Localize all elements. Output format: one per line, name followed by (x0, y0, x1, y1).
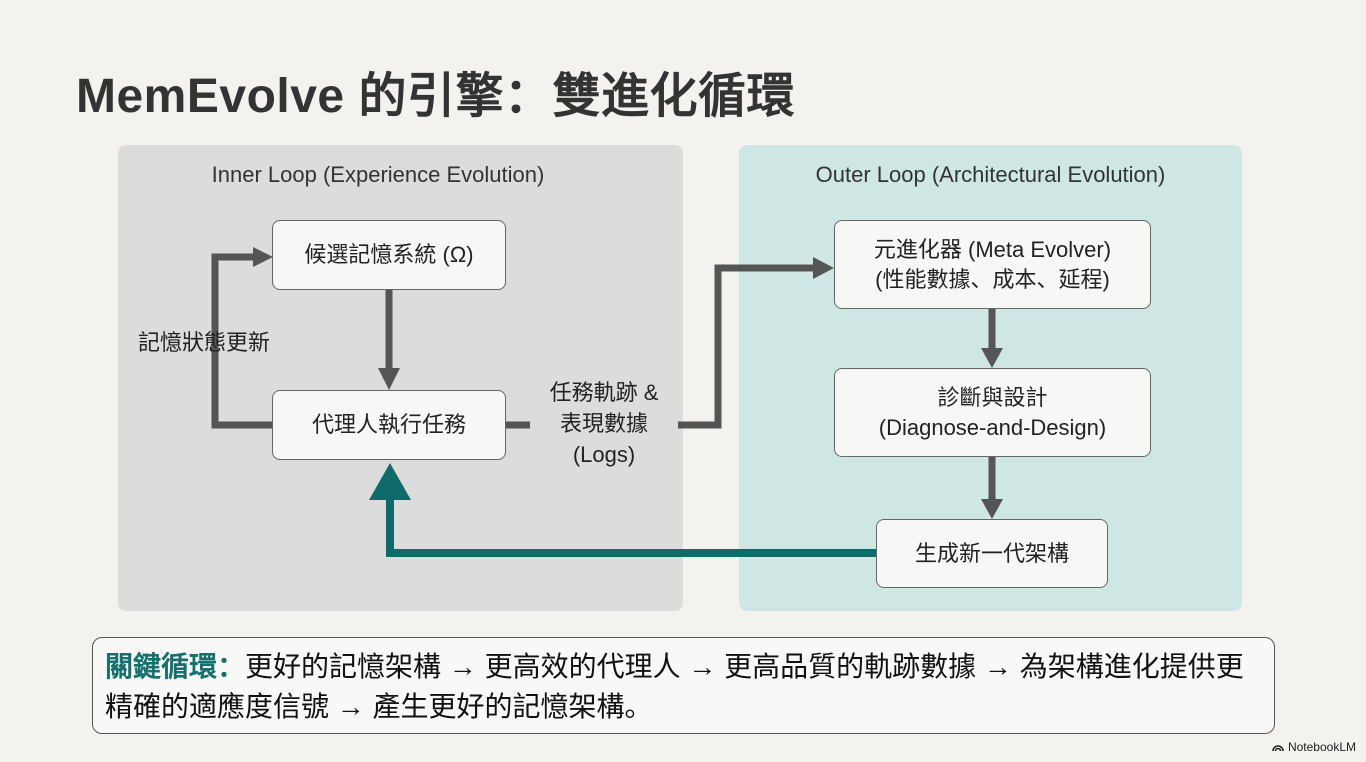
logs-label-line2: 表現數據 (559, 410, 648, 436)
logs-to-meta-arrow (678, 264, 815, 429)
arrowhead (813, 257, 834, 279)
arrowhead (378, 368, 400, 390)
arrowhead (981, 499, 1003, 519)
notebooklm-brand: NotebookLM (1272, 740, 1356, 754)
page-title: MemEvolve 的引擎：雙進化循環 (76, 70, 795, 123)
key-loop-text: 更好的記憶架構 → 更高效的代理人 → 更高品質的軌跡數據 → 為架構進化提供更… (105, 651, 1244, 722)
meta-evolver-sublabel: (性能數據、成本、延程) (875, 266, 1110, 292)
generate-architecture-box: 生成新一代架構 (876, 519, 1108, 588)
new-architecture-feedback-arrow (386, 496, 876, 557)
key-loop-label: 關鍵循環： (105, 651, 246, 682)
diagnose-design-label: 診斷與設計 (937, 384, 1048, 410)
key-loop-summary: 關鍵循環：更好的記憶架構 → 更高效的代理人 → 更高品質的軌跡數據 → 為架構… (92, 637, 1275, 734)
logs-label: 任務軌跡 & 表現數據 (Logs) (530, 378, 678, 470)
agent-execute-task-label: 代理人執行任務 (311, 412, 466, 438)
brand-label: NotebookLM (1287, 740, 1356, 754)
notebooklm-logo-icon (1272, 745, 1284, 752)
logs-label-line3: (Logs) (572, 441, 636, 467)
candidate-memory-system-box: 候選記憶系統 (Ω) (272, 220, 506, 290)
arrowhead (981, 348, 1003, 368)
agent-execute-task-box: 代理人執行任務 (272, 390, 506, 460)
meta-evolver-box: 元進化器 (Meta Evolver) (性能數據、成本、延程) (834, 220, 1151, 309)
meta-evolver-label: 元進化器 (Meta Evolver) (873, 236, 1112, 262)
generate-architecture-label: 生成新一代架構 (914, 540, 1069, 566)
outer-loop-title: Outer Loop (Architectural Evolution) (815, 162, 1166, 187)
memory-update-arrow (211, 253, 272, 429)
inner-loop-title: Inner Loop (Experience Evolution) (211, 162, 545, 187)
candidate-memory-system-label: 候選記憶系統 (Ω) (304, 242, 474, 268)
logs-label-line1: 任務軌跡 & (549, 380, 659, 405)
memory-state-update-label: 記憶狀態更新 (138, 330, 271, 355)
arrowhead (253, 247, 273, 267)
feedback-arrowhead (369, 463, 411, 500)
diagnose-design-sublabel: (Diagnose-and-Design) (878, 414, 1107, 440)
diagnose-design-box: 診斷與設計 (Diagnose-and-Design) (834, 368, 1151, 457)
